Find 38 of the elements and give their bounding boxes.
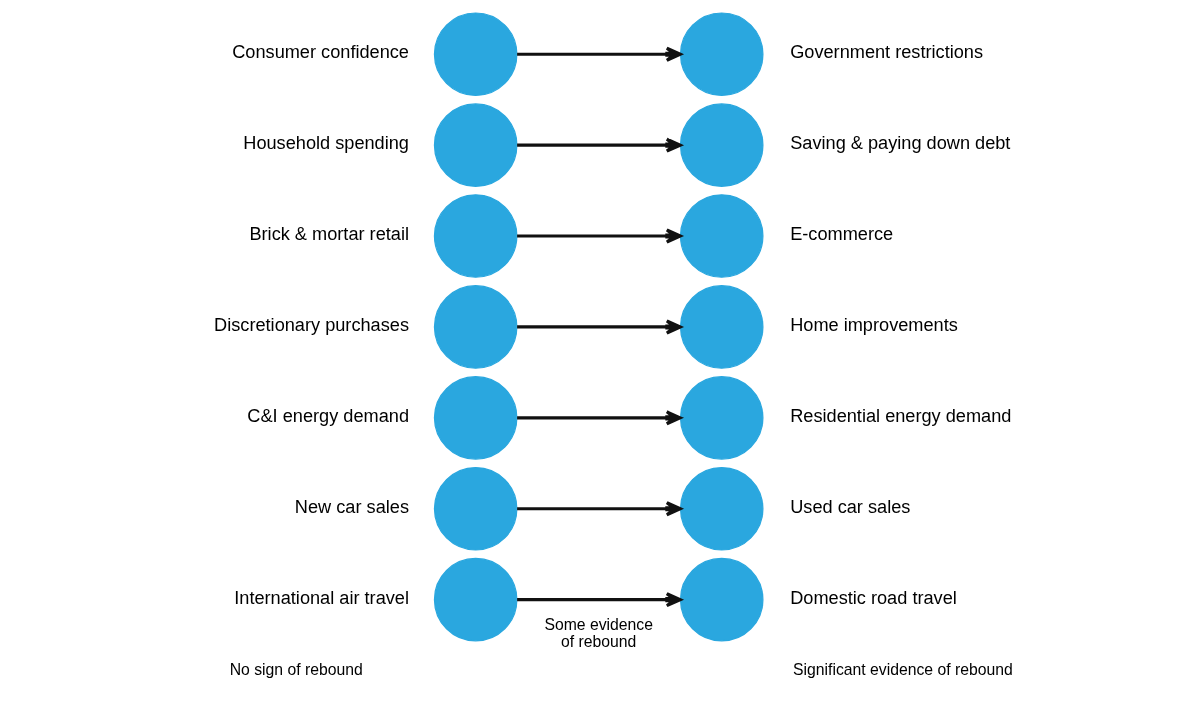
node-label: C&I energy demand [246,406,409,427]
node-circle [433,285,517,369]
node-circle [433,466,517,551]
node-label: E-commerce [789,224,893,245]
node-label: International air travel [233,587,409,608]
node-circle [679,103,764,187]
node-label: Brick & mortar retail [248,224,409,245]
node-label: Household spending [242,133,409,154]
legend-label: No sign of rebound [229,661,363,679]
arrow [516,592,682,608]
node-circle [679,12,764,97]
node-circle [433,12,517,97]
node-label: Saving & paying down debt [789,133,1010,154]
node-label: Domestic road travel [789,587,957,608]
node-circle [679,194,764,278]
node-circle [679,376,764,460]
node-label: Government restrictions [789,42,983,63]
node-label: Residential energy demand [789,406,1011,427]
node-label: Consumer confidence [231,42,409,63]
arrow [516,228,682,244]
node-circle [679,285,764,369]
legend-label: Some evidence of rebound [543,616,653,651]
node-label: Home improvements [789,315,958,336]
node-circle [679,466,764,551]
node-label: Discretionary purchases [213,315,409,336]
arrow [516,319,682,335]
node-label: Used car sales [789,496,910,517]
node-circle [679,557,764,642]
arrow [516,501,682,517]
arrow [516,137,682,153]
node-circle [433,376,517,460]
legend-label: Significant evidence of rebound [792,661,1013,679]
arrow [516,46,682,62]
arrow [516,410,682,426]
node-circle [433,194,517,278]
node-circle [433,103,517,187]
node-circle [433,557,517,642]
node-label: New car sales [294,496,409,517]
